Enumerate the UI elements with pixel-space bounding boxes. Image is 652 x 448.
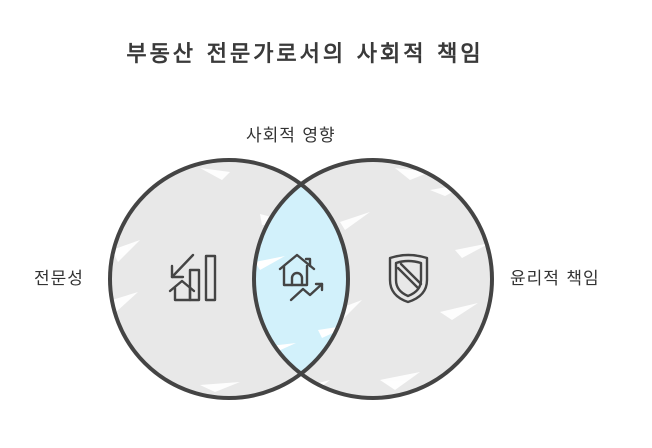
house-chart-down-icon xyxy=(168,253,217,302)
house-trend-up-icon xyxy=(278,253,324,302)
right-circle-outline xyxy=(252,158,494,400)
diagram-title: 부동산 전문가로서의 사회적 책임 xyxy=(126,41,484,67)
label-expertise: 전문성 xyxy=(34,269,84,289)
sketch-texture xyxy=(112,168,490,394)
label-social-impact: 사회적 영향 xyxy=(246,126,336,146)
label-ethical-responsibility: 윤리적 책임 xyxy=(510,269,600,289)
shield-icon xyxy=(388,253,429,304)
left-circle-outline xyxy=(108,158,350,400)
